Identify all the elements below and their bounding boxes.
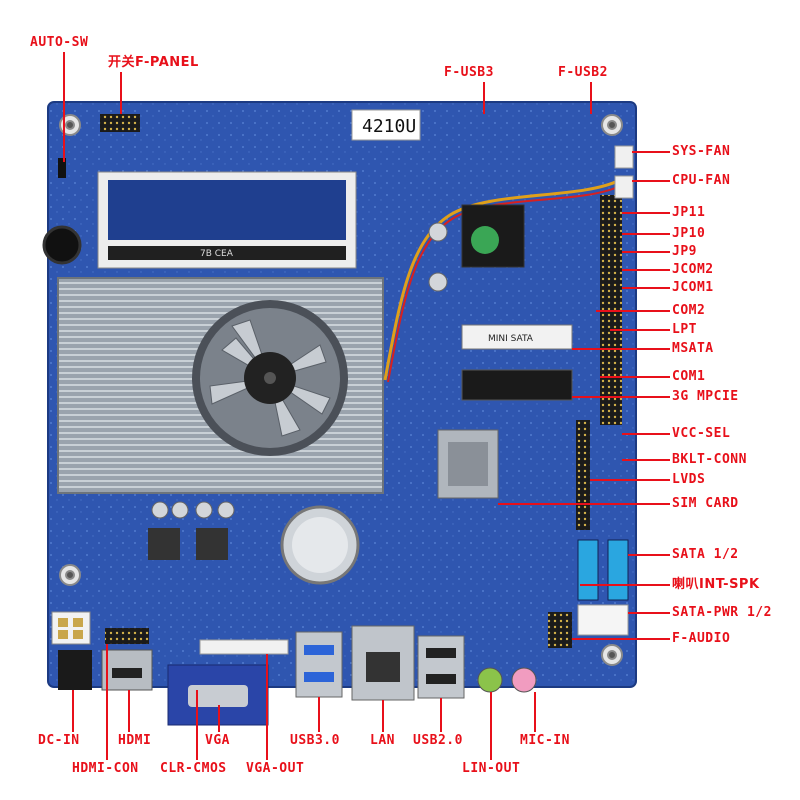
label-auto-sw: AUTO-SW bbox=[30, 35, 89, 50]
label-lin-out: LIN-OUT bbox=[462, 761, 521, 776]
label-jcom1: JCOM1 bbox=[672, 280, 714, 295]
label-msata: MSATA bbox=[672, 341, 714, 356]
label-dc-in: DC-IN bbox=[38, 733, 80, 748]
sata-port-1 bbox=[577, 539, 599, 601]
label-usb30: USB3.0 bbox=[290, 733, 340, 748]
cpu-sticker bbox=[351, 109, 421, 141]
label-vga-out: VGA-OUT bbox=[246, 761, 305, 776]
label-3g-mpcie: 3G MPCIE bbox=[672, 389, 739, 404]
cpu-fan-connector bbox=[614, 175, 634, 199]
sata-port-2 bbox=[607, 539, 629, 601]
label-clr-cmos: CLR-CMOS bbox=[160, 761, 227, 776]
f-audio-header bbox=[548, 612, 572, 648]
label-f-usb2: F-USB2 bbox=[558, 65, 608, 80]
label-lvds: LVDS bbox=[672, 472, 706, 487]
hdmi-connector-header bbox=[105, 628, 149, 644]
label-hdmi-con: HDMI-CON bbox=[72, 761, 139, 776]
inductor-1 bbox=[148, 528, 180, 560]
label-cpu-fan: CPU-FAN bbox=[672, 173, 731, 188]
dc-in-jack bbox=[58, 650, 92, 690]
label-com2: COM2 bbox=[672, 303, 706, 318]
label-vcc-sel: VCC-SEL bbox=[672, 426, 731, 441]
dimm-slot: 7B CEA bbox=[97, 171, 357, 269]
vga-header bbox=[199, 639, 289, 655]
inductor-2 bbox=[196, 528, 228, 560]
label-jp9: JP9 bbox=[672, 244, 697, 259]
cpu-heatsink bbox=[57, 277, 384, 494]
sata-power bbox=[577, 604, 629, 636]
mounting-holes bbox=[59, 114, 623, 666]
label-mic-in: MIC-IN bbox=[520, 733, 570, 748]
msata-slot-label: MINI SATA bbox=[488, 334, 534, 344]
capacitors bbox=[151, 222, 448, 519]
f-panel-header bbox=[100, 114, 140, 132]
lvds-header bbox=[576, 420, 590, 530]
sys-fan-connector bbox=[614, 145, 634, 169]
auto-sw-jumper bbox=[58, 158, 66, 178]
label-lan: LAN bbox=[370, 733, 395, 748]
label-jcom2: JCOM2 bbox=[672, 262, 714, 277]
label-f-audio: F-AUDIO bbox=[672, 631, 731, 646]
label-bklt-conn: BKLT-CONN bbox=[672, 452, 747, 467]
label-sys-fan: SYS-FAN bbox=[672, 144, 731, 159]
label-jp10: JP10 bbox=[672, 226, 706, 241]
label-f-usb3: F-USB3 bbox=[444, 65, 494, 80]
dimm-label: 7B CEA bbox=[200, 249, 234, 259]
mpcie-slot bbox=[461, 369, 573, 401]
label-usb20: USB2.0 bbox=[413, 733, 463, 748]
line-out-jack bbox=[477, 667, 503, 693]
msata-slot bbox=[461, 324, 573, 350]
label-f-panel: 开关F-PANEL bbox=[108, 55, 199, 70]
label-jp11: JP11 bbox=[672, 205, 706, 220]
label-vga: VGA bbox=[205, 733, 230, 748]
atx-power-connector bbox=[51, 611, 91, 645]
usb20-port bbox=[417, 635, 465, 699]
label-sim-card: SIM CARD bbox=[672, 496, 739, 511]
label-hdmi: HDMI bbox=[118, 733, 152, 748]
cpu-model: 4210U bbox=[362, 116, 416, 137]
label-sata-pwr: SATA-PWR 1/2 bbox=[672, 605, 772, 620]
label-int-spk: 喇叭INT-SPK bbox=[672, 577, 760, 592]
label-lpt: LPT bbox=[672, 322, 697, 337]
buzzer bbox=[42, 225, 82, 265]
fan-cable bbox=[383, 178, 621, 381]
label-sata-1-2: SATA 1/2 bbox=[672, 547, 739, 562]
mic-in-jack bbox=[511, 667, 537, 693]
usb30-port bbox=[295, 631, 343, 698]
label-com1: COM1 bbox=[672, 369, 706, 384]
